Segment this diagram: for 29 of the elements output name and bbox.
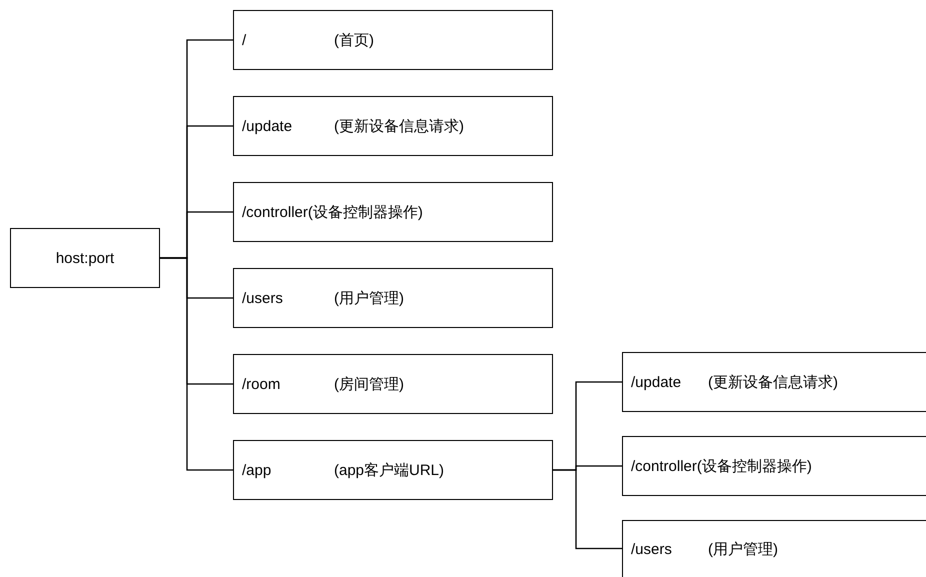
route-box [233, 96, 553, 156]
route-description: (首页) [334, 30, 374, 50]
route-box [233, 182, 553, 242]
route-path: /controller(设备控制器操作) [242, 202, 423, 222]
route-box [622, 436, 926, 496]
route-path: /users [242, 290, 284, 306]
route-description: (用户管理) [334, 288, 404, 308]
route-box [622, 520, 926, 577]
route-description: (app客户端URL) [334, 460, 444, 480]
route-box [10, 228, 160, 288]
connector-line [553, 469, 622, 550]
route-path: /app [242, 462, 272, 478]
route-box [233, 10, 553, 70]
route-description: (房间管理) [334, 374, 404, 394]
route-path: host:port [56, 250, 114, 266]
route-path: /room [242, 376, 282, 392]
connector-line [160, 257, 233, 471]
route-box [233, 354, 553, 414]
route-description: (更新设备信息请求) [334, 116, 464, 136]
route-path: /update [631, 374, 682, 390]
route-description: (用户管理) [708, 540, 778, 558]
route-box [233, 268, 553, 328]
route-path: /users [631, 540, 673, 558]
route-path: / [242, 32, 248, 48]
route-path: /controller(设备控制器操作) [631, 456, 812, 476]
route-description: (更新设备信息请求) [708, 372, 838, 392]
route-box [233, 440, 553, 500]
route-path: /update [242, 118, 294, 134]
route-box [622, 352, 926, 412]
